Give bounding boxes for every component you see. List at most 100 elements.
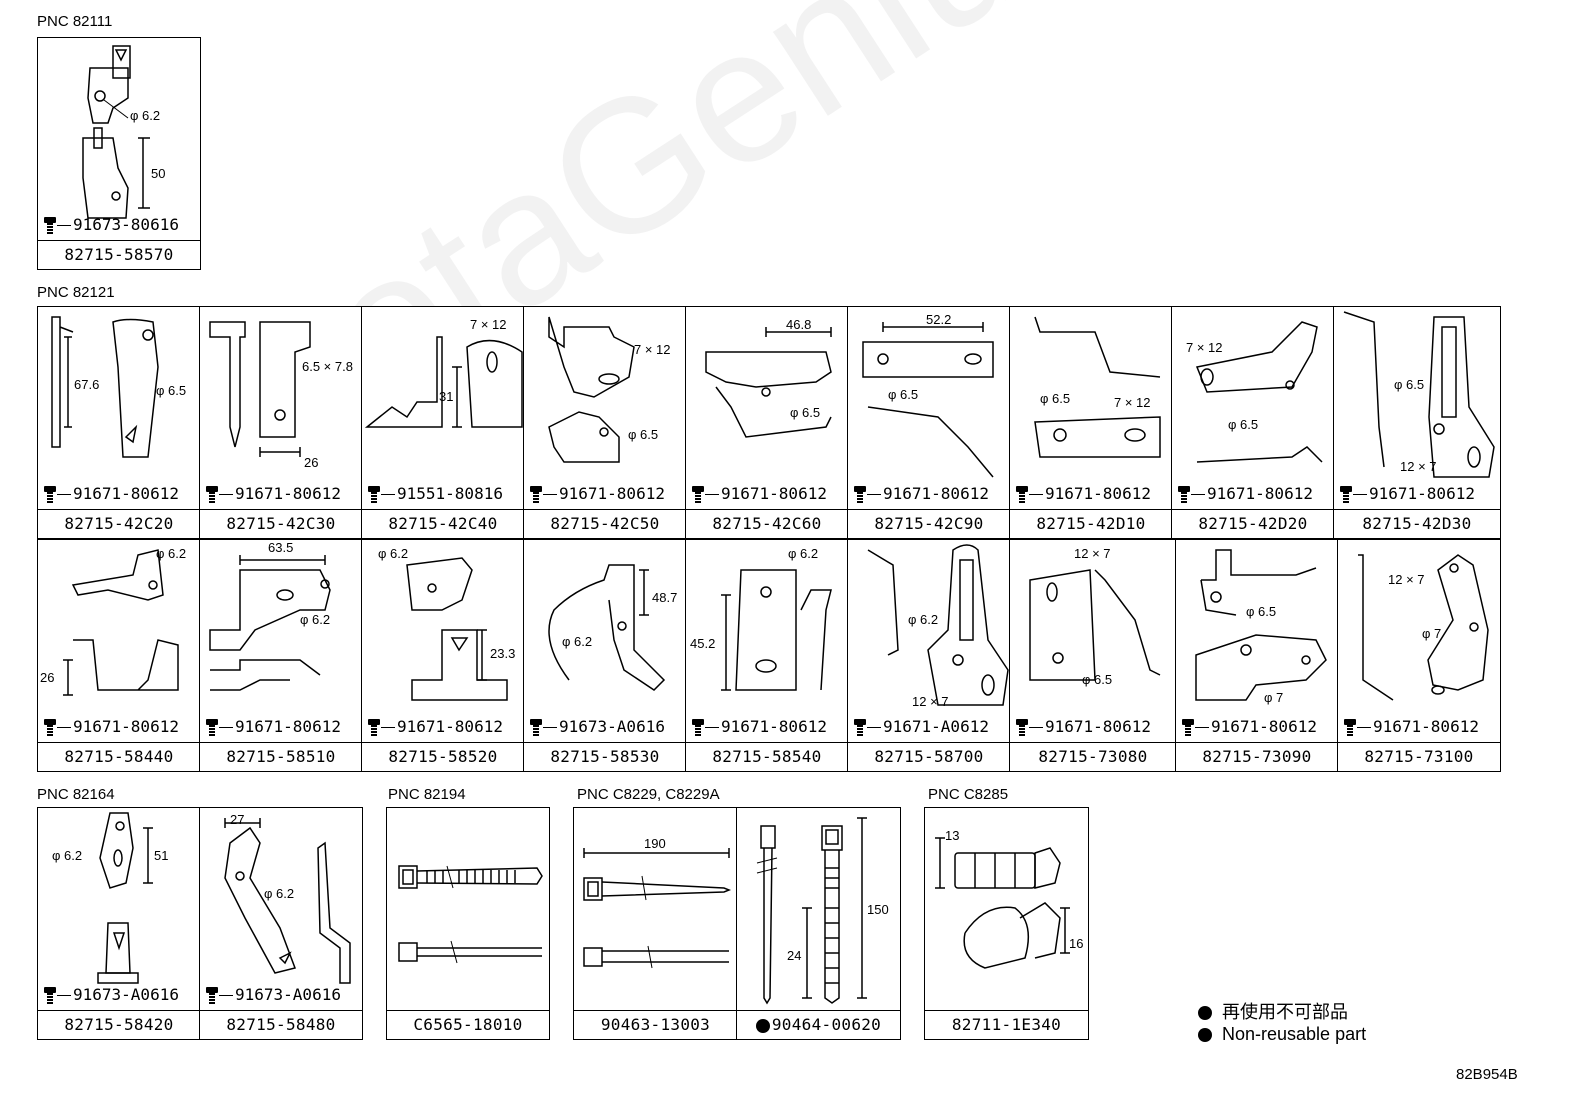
illustration-code: 82B954B — [1456, 1066, 1518, 1083]
part-number[interactable]: 82715-58510 — [200, 742, 362, 771]
part-number[interactable]: 82715-42C50 — [524, 509, 686, 538]
part-number[interactable]: 82715-42C90 — [848, 509, 1010, 538]
part-cell-82715-58700[interactable]: φ 6.2 12 × 7 91671-A0612 82715-58700 — [847, 539, 1011, 772]
dim-b: 26 — [40, 670, 55, 685]
part-cell-82715-42C50[interactable]: 7 × 12 φ 6.5 91671-80612 82715-42C50 — [523, 306, 687, 539]
part-cell-90464-00620[interactable]: 150 24 90464-00620 — [736, 807, 901, 1040]
part-number[interactable]: 82715-42D10 — [1010, 509, 1172, 538]
bolt-ref: 91671-80612 — [530, 485, 665, 504]
non-reusable-dot-icon — [1198, 1028, 1212, 1043]
bolt-icon — [1178, 485, 1190, 504]
bolt-ref: 91671-80612 — [1344, 718, 1479, 737]
part-cell-82715-42C20[interactable]: 67.6 φ 6.5 91671-80612 82715-42C20 — [37, 306, 201, 539]
bracket-drawing — [1029, 569, 1161, 681]
dim-length: 190 — [644, 836, 666, 851]
dim-b: 7 × 12 — [1114, 395, 1151, 410]
bolt-icon — [1340, 485, 1352, 504]
clamp-drawing — [935, 837, 1070, 969]
dim-length: 50 — [151, 166, 166, 181]
bolt-icon — [1016, 485, 1028, 504]
bolt-ref: 91671-80612 — [206, 718, 341, 737]
dim-b: 51 — [154, 848, 169, 863]
dim-a: φ 6.5 — [1394, 377, 1425, 392]
bolt-ref: 91673-A0616 — [206, 986, 341, 1005]
dim-a: 46.8 — [786, 317, 812, 332]
bolt-icon — [530, 485, 542, 504]
part-number[interactable]: 82715-58700 — [848, 742, 1010, 771]
bracket-drawing — [721, 569, 832, 691]
part-number[interactable]: 82711-1E340 — [925, 1010, 1088, 1039]
part-cell-82715-73100[interactable]: 12 × 7 φ 7 91671-80612 82715-73100 — [1337, 539, 1501, 772]
part-number[interactable]: 82715-42D20 — [1172, 509, 1334, 538]
legend-en: Non-reusable part — [1198, 1024, 1366, 1045]
dim-height: 24 — [787, 948, 802, 963]
part-cell-82715-42D30[interactable]: φ 6.5 12 × 7 91671-80612 82715-42D30 — [1333, 306, 1501, 539]
dim-a: φ 6.2 — [908, 612, 939, 627]
dim-a: 27 — [230, 812, 245, 827]
group-label-c8285: PNC C8285 — [928, 786, 1009, 803]
bolt-icon — [1182, 718, 1194, 737]
part-number[interactable]: 82715-42C20 — [38, 509, 200, 538]
part-number[interactable]: C6565-18010 — [387, 1010, 549, 1039]
part-number[interactable]: 82715-58420 — [38, 1010, 200, 1039]
bracket-drawing — [97, 812, 153, 984]
part-cell-82715-42C60[interactable]: 46.8 φ 6.5 91671-80612 82715-42C60 — [685, 306, 849, 539]
cable-tie-drawing — [756, 817, 867, 1005]
part-number[interactable]: 90463-13003 — [574, 1010, 737, 1039]
part-cell-C6565-18010[interactable]: C6565-18010 — [386, 807, 550, 1040]
part-cell-82715-58530[interactable]: 48.7 φ 6.2 91673-A0616 82715-58530 — [523, 539, 687, 772]
part-cell-82715-58480[interactable]: 27 φ 6.2 91673-A0616 82715-58480 — [199, 807, 363, 1040]
bracket-drawing — [548, 564, 666, 691]
group-label-c8229: PNC C8229, C8229A — [577, 786, 720, 803]
part-cell-82715-42D20[interactable]: 7 × 12 φ 6.5 91671-80612 82715-42D20 — [1171, 306, 1335, 539]
part-number[interactable]: 82715-42C40 — [362, 509, 524, 538]
part-cell-82715-42C30[interactable]: 6.5 × 7.8 26 91671-80612 82715-42C30 — [199, 306, 363, 539]
part-number[interactable]: 82715-58540 — [686, 742, 848, 771]
cable-tie-drawing — [398, 865, 543, 964]
bolt-icon — [206, 485, 218, 504]
bolt-ref: 91671-80612 — [1340, 485, 1475, 504]
dim-a: φ 6.2 — [788, 546, 819, 561]
part-cell-82715-42C90[interactable]: 52.2 φ 6.5 91671-80612 82715-42C90 — [847, 306, 1011, 539]
part-cell-82715-42D10[interactable]: φ 6.5 7 × 12 91671-80612 82715-42D10 — [1009, 306, 1173, 539]
bolt-ref: 91671-80612 — [1016, 718, 1151, 737]
bolt-icon — [368, 485, 380, 504]
part-number[interactable]: 82715-73090 — [1176, 742, 1338, 771]
part-number[interactable]: 82715-58440 — [38, 742, 200, 771]
bolt-ref: 91671-80612 — [206, 485, 341, 504]
dim-b: φ 6.5 — [1082, 672, 1113, 687]
part-number[interactable]: 82715-73080 — [1010, 742, 1176, 771]
part-cell-82715-58420[interactable]: φ 6.2 51 91673-A0616 82715-58420 — [37, 807, 201, 1040]
part-cell-82711-1E340[interactable]: 13 16 82711-1E340 — [924, 807, 1089, 1040]
bracket-drawing — [51, 316, 159, 458]
bolt-ref: 91671-80612 — [1016, 485, 1151, 504]
part-number[interactable]: 82715-42D30 — [1334, 509, 1500, 538]
bracket-drawing — [1195, 549, 1327, 701]
part-cell-82715-58510[interactable]: 63.5 φ 6.2 91671-80612 82715-58510 — [199, 539, 363, 772]
group-label-82111: PNC 82111 — [37, 13, 113, 30]
part-number[interactable]: 82715-58570 — [38, 240, 200, 269]
part-cell-82715-58440[interactable]: φ 6.2 26 91671-80612 82715-58440 — [37, 539, 201, 772]
part-number[interactable]: 82715-73100 — [1338, 742, 1500, 771]
part-cell-82715-58520[interactable]: φ 6.2 23.3 91671-80612 82715-58520 — [361, 539, 525, 772]
dim-b: 45.2 — [690, 636, 716, 651]
dim-b: φ 6.5 — [790, 405, 821, 420]
bolt-icon — [44, 718, 56, 737]
part-number[interactable]: 82715-42C30 — [200, 509, 362, 538]
dim-b: φ 6.5 — [156, 383, 187, 398]
part-number[interactable]: 90464-00620 — [737, 1010, 900, 1039]
part-cell-82715-58570[interactable]: φ 6.2 50 91673-80616 82715-58570 — [37, 37, 201, 270]
bolt-icon — [692, 485, 704, 504]
part-cell-82715-73090[interactable]: φ 6.5 φ 7 91671-80612 82715-73090 — [1175, 539, 1339, 772]
part-number[interactable]: 82715-42C60 — [686, 509, 848, 538]
part-cell-82715-42C40[interactable]: 7 × 12 31 91551-80816 82715-42C40 — [361, 306, 525, 539]
part-number[interactable]: 82715-58530 — [524, 742, 686, 771]
part-cell-82715-58540[interactable]: φ 6.2 45.2 91671-80612 82715-58540 — [685, 539, 849, 772]
part-number[interactable]: 82715-58520 — [362, 742, 524, 771]
bolt-ref: 91671-80612 — [854, 485, 989, 504]
dim-b: 26 — [304, 455, 319, 470]
part-cell-90463-13003[interactable]: 190 90463-13003 — [573, 807, 738, 1040]
part-cell-82715-73080[interactable]: 12 × 7 φ 6.5 91671-80612 82715-73080 — [1009, 539, 1177, 772]
part-number[interactable]: 82715-58480 — [200, 1010, 362, 1039]
bracket-drawing — [364, 336, 523, 428]
